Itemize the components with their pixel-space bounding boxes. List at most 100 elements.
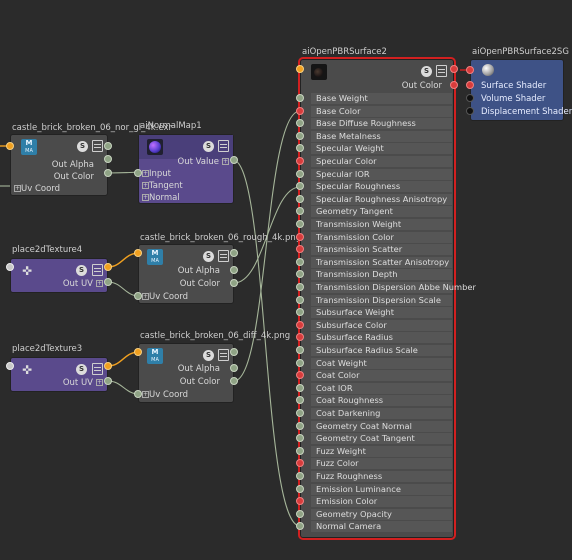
place3-node[interactable]: ✜ S Out UV+ (10, 357, 108, 392)
attr-fuzz-weight[interactable]: Fuzz Weight (311, 445, 452, 457)
attr-subsurface-radius-scale[interactable]: Subsurface Radius Scale (311, 345, 452, 356)
normal-texture-input-port[interactable] (6, 142, 14, 150)
volume-shader-port[interactable] (466, 94, 474, 102)
port-transmission-dispersion-scale[interactable] (296, 295, 304, 304)
port-fuzz-roughness[interactable] (296, 472, 304, 480)
expand-icon[interactable]: + (142, 293, 149, 300)
port-subsurface-weight[interactable] (296, 308, 304, 317)
port-transmission-depth[interactable] (296, 270, 304, 279)
swatch-icon[interactable]: S (203, 141, 214, 152)
port-specular-color[interactable] (296, 157, 304, 165)
swatch-icon[interactable]: S (76, 265, 87, 276)
port-geometry-coat-tangent[interactable] (296, 434, 304, 443)
attr-emission-color[interactable]: Emission Color (311, 496, 452, 508)
port-base-diffuse-roughness[interactable] (296, 119, 304, 128)
port-subsurface-color[interactable] (296, 320, 304, 329)
port-coat-darkening[interactable] (296, 409, 304, 417)
port-specular-weight[interactable] (296, 144, 304, 153)
place4-input-port[interactable] (6, 263, 14, 271)
attr-subsurface-color[interactable]: Subsurface Color (311, 319, 452, 331)
port-fuzz-weight[interactable] (296, 446, 304, 455)
attr-subsurface-radius[interactable]: Subsurface Radius (311, 332, 452, 344)
normal-texture-output-port[interactable] (104, 142, 112, 150)
rough-texture-input-port[interactable] (134, 249, 142, 257)
expand-icon[interactable]: + (96, 379, 103, 386)
displacement-shader-port[interactable] (466, 107, 474, 115)
attr-specular-weight[interactable]: Specular Weight (311, 143, 452, 155)
attribute-list-icon[interactable] (218, 250, 229, 262)
attr-specular-roughness-anisotropy[interactable]: Specular Roughness Anisotropy (311, 193, 452, 205)
attr-emission-luminance[interactable]: Emission Luminance (311, 483, 452, 495)
input-port[interactable] (134, 169, 142, 177)
swatch-icon[interactable]: S (203, 350, 214, 361)
attr-base-metalness[interactable]: Base Metalness (311, 130, 452, 142)
expand-icon[interactable]: + (14, 185, 21, 192)
attr-coat-weight[interactable]: Coat Weight (311, 357, 452, 369)
port-coat-ior[interactable] (296, 383, 304, 392)
attr-fuzz-color[interactable]: Fuzz Color (311, 458, 452, 470)
sg-input-port[interactable] (466, 66, 474, 74)
normal-map-node[interactable]: S Out Value+ +Input +Tangent +Normal (138, 134, 234, 204)
rough-texture-output-port[interactable] (230, 249, 238, 257)
attr-normal-camera[interactable]: Normal Camera (311, 521, 452, 533)
attribute-list-icon[interactable] (92, 264, 103, 276)
attr-geometry-opacity[interactable]: Geometry Opacity (311, 508, 452, 520)
surface-shader-port[interactable] (466, 81, 474, 89)
attr-base-diffuse-roughness[interactable]: Base Diffuse Roughness (311, 118, 452, 130)
out-color-port[interactable] (450, 81, 458, 89)
out-alpha-port[interactable] (230, 266, 238, 274)
expand-icon[interactable]: + (142, 391, 149, 398)
expand-icon[interactable]: + (142, 170, 149, 177)
attribute-list-icon[interactable] (218, 140, 229, 152)
place4-node[interactable]: ✜ S Out UV+ (10, 258, 108, 293)
attr-geometry-coat-normal[interactable]: Geometry Coat Normal (311, 420, 452, 432)
port-emission-luminance[interactable] (296, 484, 304, 493)
out-value-port[interactable] (230, 156, 238, 164)
port-subsurface-radius-scale[interactable] (296, 346, 304, 354)
port-coat-roughness[interactable] (296, 396, 304, 405)
out-uv-port[interactable] (104, 278, 112, 286)
port-base-color[interactable] (296, 106, 304, 115)
attr-transmission-dispersion-abbe-number[interactable]: Transmission Dispersion Abbe Number (311, 282, 476, 293)
port-transmission-color[interactable] (296, 232, 304, 241)
attribute-list-icon[interactable] (436, 65, 447, 77)
attr-transmission-color[interactable]: Transmission Color (311, 231, 452, 243)
attr-fuzz-roughness[interactable]: Fuzz Roughness (311, 471, 452, 482)
port-transmission-dispersion-abbe-number[interactable] (296, 283, 304, 291)
attr-specular-color[interactable]: Specular Color (311, 156, 452, 167)
attr-specular-roughness[interactable]: Specular Roughness (311, 181, 452, 193)
attribute-list-icon[interactable] (92, 140, 103, 152)
swatch-icon[interactable]: S (421, 66, 432, 77)
port-coat-weight[interactable] (296, 358, 304, 367)
attr-specular-ior[interactable]: Specular IOR (311, 168, 452, 180)
attr-base-weight[interactable]: Base Weight (311, 93, 452, 104)
attr-transmission-scatter-anisotropy[interactable]: Transmission Scatter Anisotropy (311, 256, 452, 268)
diff-texture-input-port[interactable] (134, 348, 142, 356)
attr-coat-color[interactable]: Coat Color (311, 370, 452, 382)
port-subsurface-radius[interactable] (296, 333, 304, 342)
shading-group-node[interactable]: Surface Shader Volume Shader Displacemen… (470, 59, 572, 121)
port-emission-color[interactable] (296, 497, 304, 506)
port-specular-roughness[interactable] (296, 182, 304, 191)
attr-subsurface-weight[interactable]: Subsurface Weight (311, 307, 452, 319)
port-geometry-coat-normal[interactable] (296, 421, 304, 430)
surface-output-port[interactable] (450, 65, 458, 73)
port-fuzz-color[interactable] (296, 459, 304, 468)
diff-texture-output-port[interactable] (230, 348, 238, 356)
port-normal-camera[interactable] (296, 522, 304, 531)
port-transmission-weight[interactable] (296, 220, 304, 228)
out-alpha-port[interactable] (230, 364, 238, 372)
port-geometry-opacity[interactable] (296, 509, 304, 518)
attribute-list-icon[interactable] (218, 349, 229, 361)
place4-output-port[interactable] (104, 263, 112, 271)
expand-icon[interactable]: + (222, 158, 229, 165)
place3-output-port[interactable] (104, 362, 112, 370)
attr-coat-ior[interactable]: Coat IOR (311, 382, 452, 394)
swatch-icon[interactable]: S (203, 251, 214, 262)
attr-transmission-depth[interactable]: Transmission Depth (311, 269, 452, 281)
